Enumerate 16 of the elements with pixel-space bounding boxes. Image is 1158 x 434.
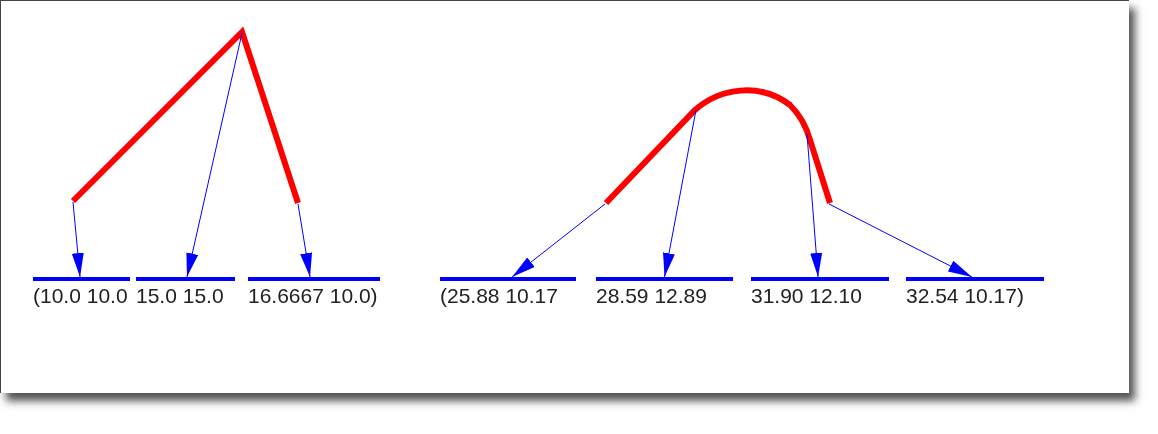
coordinate-label: (10.0 10.0 — [33, 277, 130, 309]
coordinate-label: 16.6667 10.0) — [248, 277, 380, 309]
arrow — [828, 203, 973, 278]
polyline — [70, 26, 301, 204]
arrow — [511, 203, 606, 278]
coordinate-label: 32.54 10.17) — [906, 277, 1044, 309]
arrow — [297, 203, 313, 278]
coordinate-label: (25.88 10.17 — [440, 277, 576, 309]
arrow — [186, 32, 243, 278]
arrow — [806, 133, 823, 278]
arrow — [71, 201, 84, 278]
coordinate-label: 31.90 12.10 — [751, 277, 889, 309]
coordinate-label: 28.59 12.89 — [596, 277, 733, 309]
arrow — [663, 109, 697, 278]
coordinate-label: 15.0 15.0 — [136, 277, 235, 309]
polyline — [603, 87, 833, 206]
